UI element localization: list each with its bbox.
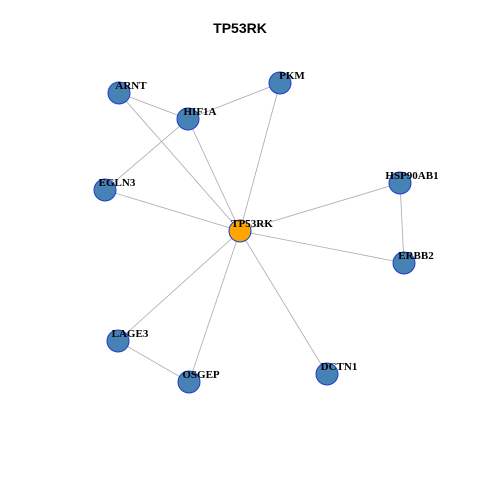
node-label-hsp90ab1: HSP90AB1: [385, 170, 438, 182]
node-label-erbb2: ERBB2: [398, 250, 434, 262]
graph-title: TP53RK: [213, 20, 267, 36]
node-label-pkm: PKM: [279, 70, 305, 82]
edge-arnt-hif1a: [118, 92, 189, 120]
node-label-osgep: OSGEP: [182, 369, 220, 381]
node-lage3: [106, 329, 130, 353]
node-hsp90ab1: [388, 171, 412, 195]
node-label-dctn1: DCTN1: [321, 361, 358, 373]
edge-hif1a-pkm: [187, 82, 281, 120]
edge-hsp90ab1-erbb2: [399, 182, 405, 264]
edges-layer: [104, 82, 405, 383]
edge-pkm-tp53rk: [239, 82, 281, 232]
node-egln3: [93, 178, 117, 202]
node-hif1a: [176, 107, 200, 131]
node-erbb2: [392, 251, 416, 275]
edge-arnt-tp53rk: [118, 92, 241, 232]
labels-layer: TP53RK ARNT PKM HIF1A EGLN3 HSP90AB1ERBB2LAGE…: [99, 70, 439, 381]
edge-lage3-osgep: [117, 340, 190, 383]
edge-hif1a-tp53rk: [187, 118, 241, 232]
node-pkm: [268, 71, 292, 95]
edge-dctn1-tp53rk: [239, 230, 328, 375]
node-dctn1: [315, 362, 339, 386]
edge-egln3-tp53rk: [104, 189, 241, 232]
edge-osgep-tp53rk: [188, 230, 241, 383]
edge-hif1a-egln3: [104, 118, 189, 191]
node-label-tp53rk: TP53RK: [231, 218, 273, 230]
node-osgep: [177, 370, 201, 394]
node-label-arnt: ARNT: [115, 80, 147, 92]
node-label-egln3: EGLN3: [99, 177, 136, 189]
edge-lage3-tp53rk: [117, 230, 241, 342]
node-tp53rk: [228, 219, 252, 243]
edge-erbb2-tp53rk: [239, 230, 405, 264]
node-label-lage3: LAGE3: [112, 328, 149, 340]
node-label-hif1a: HIF1A: [184, 106, 217, 118]
edge-hsp90ab1-tp53rk: [239, 182, 401, 232]
nodes-layer: [93, 71, 416, 394]
node-arnt: [107, 81, 131, 105]
